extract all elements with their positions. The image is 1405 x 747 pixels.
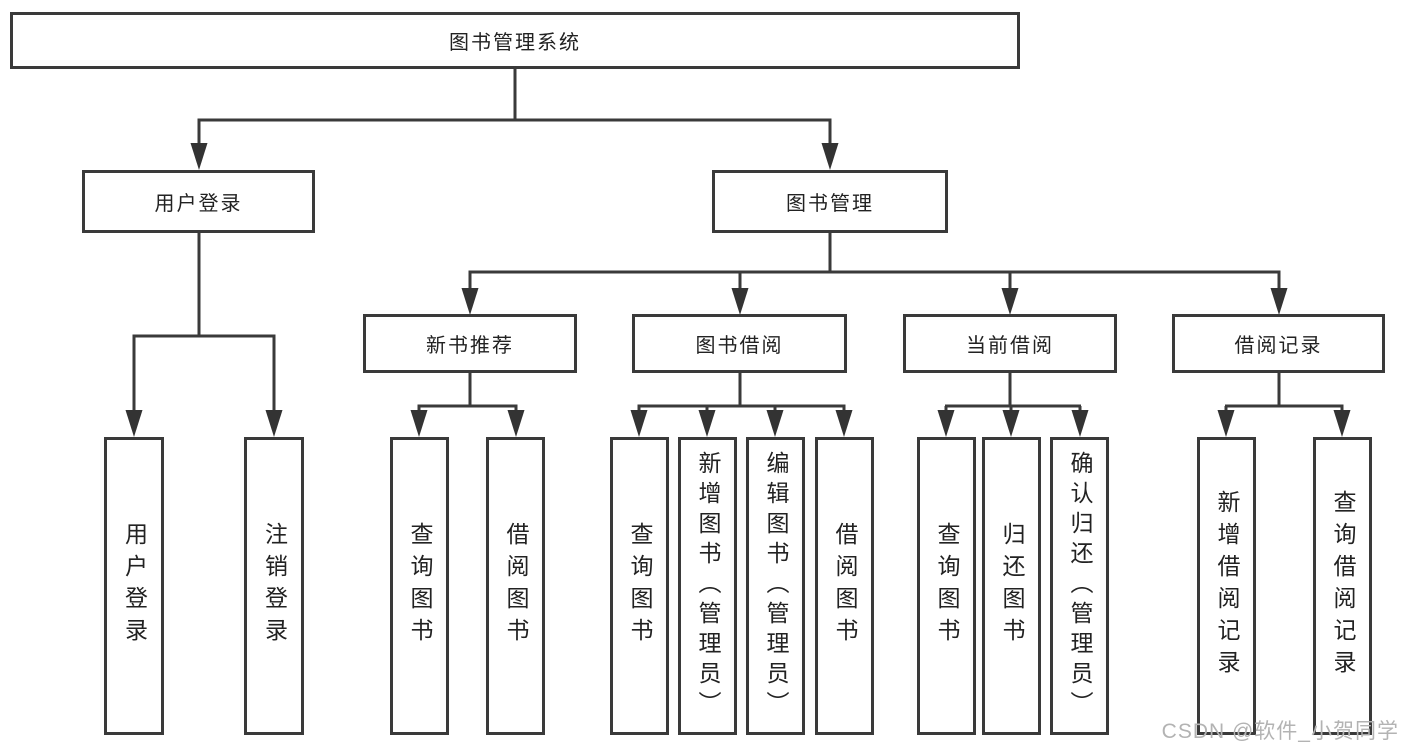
leaf-add-books-admin: 新增图书（管理员） bbox=[678, 437, 737, 735]
leaf-user-login: 用户登录 bbox=[104, 437, 164, 735]
node-book-management: 图书管理 bbox=[712, 170, 948, 233]
node-library-management-system: 图书管理系统 bbox=[10, 12, 1020, 69]
node-book-borrowing: 图书借阅 bbox=[632, 314, 847, 373]
leaf-query-books-borrowing: 查询图书 bbox=[610, 437, 669, 735]
leaf-query-borrow-record: 查询借阅记录 bbox=[1313, 437, 1372, 735]
node-current-borrowing: 当前借阅 bbox=[903, 314, 1117, 373]
leaf-return-books: 归还图书 bbox=[982, 437, 1041, 735]
leaf-query-books-current: 查询图书 bbox=[917, 437, 976, 735]
node-new-book-recommendation: 新书推荐 bbox=[363, 314, 577, 373]
leaf-logout: 注销登录 bbox=[244, 437, 304, 735]
leaf-query-books-recommendation: 查询图书 bbox=[390, 437, 449, 735]
leaf-add-borrow-record: 新增借阅记录 bbox=[1197, 437, 1256, 735]
csdn-watermark: CSDN @软件_小贺同学 bbox=[1161, 720, 1399, 743]
node-user-login: 用户登录 bbox=[82, 170, 315, 233]
leaf-confirm-return-admin: 确认归还（管理员） bbox=[1050, 437, 1109, 735]
leaf-borrow-books: 借阅图书 bbox=[815, 437, 874, 735]
leaf-edit-books-admin: 编辑图书（管理员） bbox=[746, 437, 805, 735]
leaf-borrow-books-recommendation: 借阅图书 bbox=[486, 437, 545, 735]
node-borrowing-records: 借阅记录 bbox=[1172, 314, 1385, 373]
